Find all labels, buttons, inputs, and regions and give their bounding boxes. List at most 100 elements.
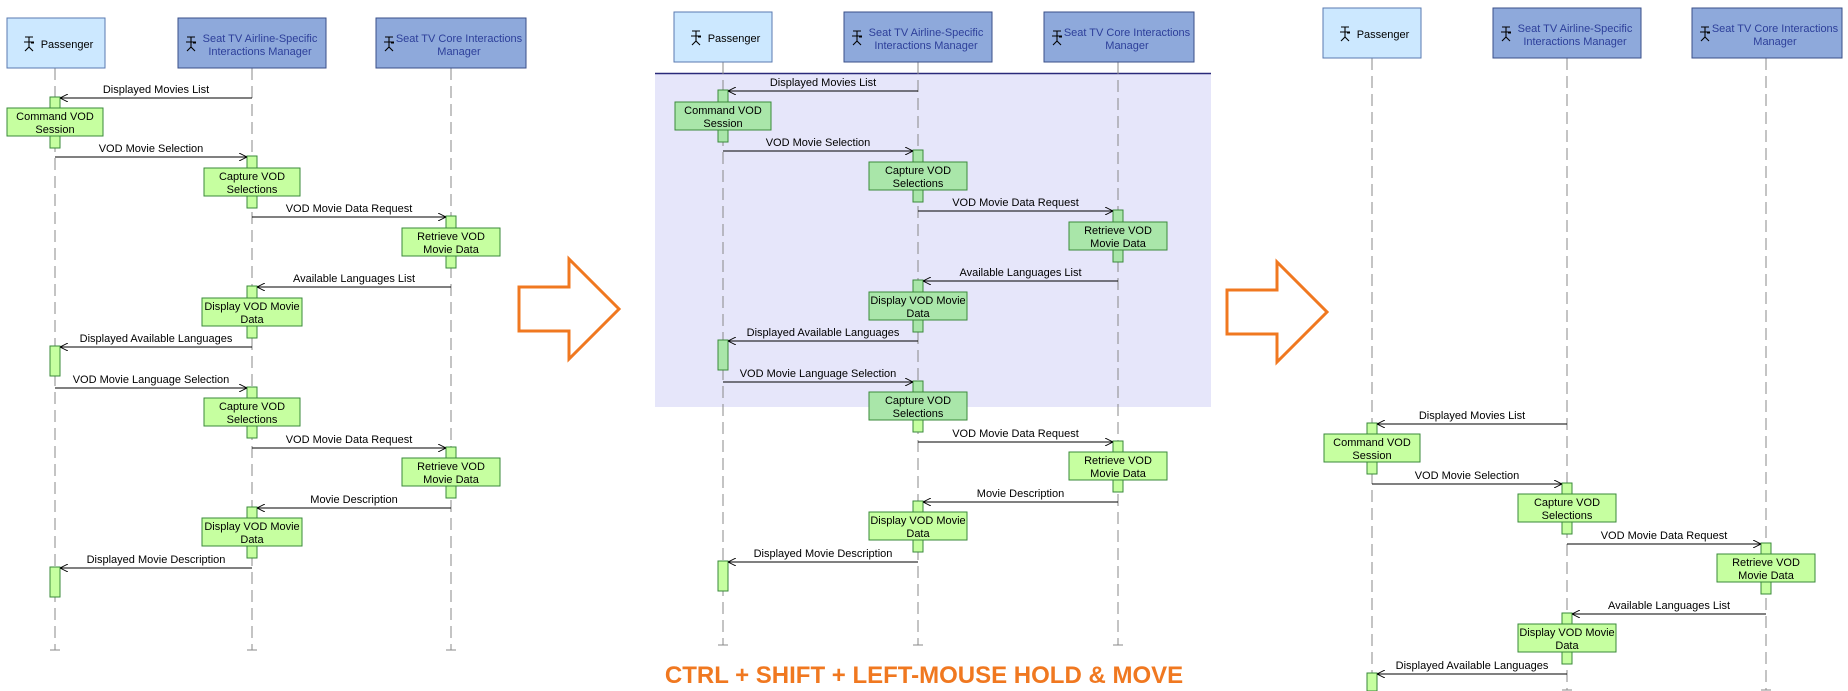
passenger-box[interactable]	[6, 17, 106, 69]
actor-icon	[1700, 26, 1710, 42]
activation-bar	[1760, 581, 1772, 595]
p2-capture-vod-2-box[interactable]	[868, 391, 968, 421]
p1-msg-vod-movie-language-selection-label: VOD Movie Language Selection	[73, 374, 230, 386]
activation-bar	[912, 319, 924, 333]
p3-msg-displayed-available-languages-label: Displayed Available Languages	[1396, 660, 1549, 672]
activation-bar	[717, 89, 729, 103]
p1-capture-vod-box[interactable]	[203, 167, 301, 197]
passenger-box[interactable]	[673, 11, 773, 63]
p1-display-vod-box[interactable]	[201, 297, 303, 327]
p2-capture-vod-2-line2: Selections	[893, 408, 944, 420]
p2-msg-vod-movie-language-selection-label: VOD Movie Language Selection	[740, 368, 897, 380]
p3-display-vod-line1: Display VOD Movie	[1519, 627, 1614, 639]
p1-retrieve-vod-2-box[interactable]	[401, 457, 501, 487]
p2-display-vod-line1: Display VOD Movie	[870, 295, 965, 307]
p1-capture-vod-line1: Capture VOD	[219, 171, 285, 183]
participant-passenger[interactable]: Passenger	[6, 17, 106, 69]
activation-bar	[445, 446, 457, 460]
activation-bar	[912, 149, 924, 163]
p3-display-vod-line2: Data	[1555, 640, 1579, 652]
airline-label-line1: Seat TV Airline-Specific	[203, 33, 318, 45]
activation-bar	[717, 339, 729, 371]
actor-icon-path	[186, 36, 196, 52]
airline-box[interactable]	[843, 11, 993, 63]
activation-bar	[1561, 651, 1573, 665]
core-label-line2: Manager	[1105, 40, 1149, 52]
passenger-box[interactable]	[1322, 7, 1422, 59]
p2-retrieve-vod-2-line1: Retrieve VOD	[1084, 455, 1152, 467]
participant-passenger[interactable]: Passenger	[673, 11, 773, 63]
activation-bar	[49, 566, 61, 598]
p2-command-vod-box[interactable]	[674, 101, 772, 131]
p1-command-vod-box[interactable]	[6, 107, 104, 137]
p1-display-vod-2-line1: Display VOD Movie	[204, 521, 299, 533]
p2-retrieve-vod-2-box[interactable]	[1068, 451, 1168, 481]
p2-capture-vod-box[interactable]	[868, 161, 968, 191]
p2-msg-displayed-movie-description-label: Displayed Movie Description	[754, 548, 893, 560]
p1-retrieve-vod-line1: Retrieve VOD	[417, 231, 485, 243]
actor-icon	[1052, 30, 1062, 46]
p3-msg-vod-movie-data-request-label: VOD Movie Data Request	[1601, 530, 1728, 542]
core-box[interactable]	[375, 17, 527, 69]
passenger-label: Passenger	[1357, 29, 1410, 41]
passenger-label: Passenger	[41, 39, 94, 51]
activation-bar	[445, 255, 457, 269]
transition-arrow-2	[1225, 258, 1330, 366]
airline-label-line2: Interactions Manager	[208, 46, 312, 58]
p1-display-vod-2-box[interactable]	[201, 517, 303, 547]
core-label-line1: Seat TV Core Interactions	[1712, 23, 1839, 35]
p1-display-vod-line1: Display VOD Movie	[204, 301, 299, 313]
p3-retrieve-vod-line1: Retrieve VOD	[1732, 557, 1800, 569]
caption-text: CTRL + SHIFT + LEFT-MOUSE HOLD & MOVE	[665, 662, 1183, 689]
p3-retrieve-vod-line2: Movie Data	[1738, 570, 1795, 582]
activation-bar	[246, 545, 258, 559]
p3-command-vod-line2: Session	[1352, 450, 1391, 462]
p3-display-vod-box[interactable]	[1517, 623, 1617, 653]
p2-display-vod-2-box[interactable]	[868, 511, 968, 541]
airline-box[interactable]	[1492, 7, 1642, 59]
participant-passenger[interactable]: Passenger	[1322, 7, 1422, 59]
core-box[interactable]	[1043, 11, 1195, 63]
core-box[interactable]	[1691, 7, 1843, 59]
activation-bar	[1366, 461, 1378, 475]
actor-icon-path	[1501, 26, 1511, 42]
activation-bar	[912, 189, 924, 203]
p3-capture-vod-line2: Selections	[1542, 510, 1593, 522]
activation-bar	[1561, 521, 1573, 535]
p2-msg-vod-movie-data-request-2-label: VOD Movie Data Request	[952, 428, 1079, 440]
p1-msg-displayed-movies-list-label: Displayed Movies List	[103, 84, 209, 96]
p1-capture-vod-2-box[interactable]	[203, 397, 301, 427]
activation-bar	[246, 285, 258, 299]
actor-icon-path	[1700, 26, 1710, 42]
activation-bar	[912, 500, 924, 514]
activation-bar	[1112, 479, 1124, 493]
p2-command-vod-line2: Session	[703, 118, 742, 130]
p3-msg-displayed-movies-list-label: Displayed Movies List	[1419, 410, 1525, 422]
actor-icon-path	[691, 30, 701, 46]
airline-box[interactable]	[177, 17, 327, 69]
